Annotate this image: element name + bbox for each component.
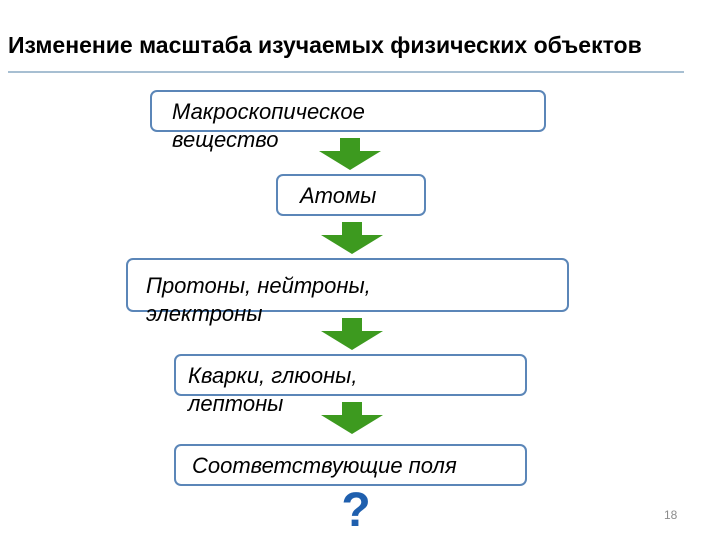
step-box-quarks: Кварки, глюоны, лептоны: [174, 354, 527, 416]
title-divider: [8, 71, 684, 73]
step-label-nucleons: Протоны, нейтроны, электроны: [146, 273, 371, 326]
step-label-quarks: Кварки, глюоны, лептоны: [188, 363, 358, 416]
step-box-macroscopic: Макроскопическое вещество: [150, 90, 546, 152]
step-box-fields: Соответствующие поля: [174, 444, 527, 486]
step-box-nucleons: Протоны, нейтроны, электроны: [126, 258, 569, 326]
step-box-atoms: Атомы: [276, 174, 426, 216]
down-arrow-icon: [321, 318, 383, 350]
step-label-atoms: Атомы: [300, 183, 377, 208]
slide-title: Изменение масштаба изучаемых физических …: [8, 32, 642, 58]
step-label-macroscopic: Макроскопическое вещество: [172, 99, 365, 152]
down-arrow-icon: [319, 138, 381, 170]
down-arrow-icon: [321, 222, 383, 254]
page-number: 18: [664, 508, 678, 522]
question-mark: ?: [341, 484, 371, 537]
down-arrow-icon: [321, 402, 383, 434]
step-label-fields: Соответствующие поля: [192, 453, 457, 478]
